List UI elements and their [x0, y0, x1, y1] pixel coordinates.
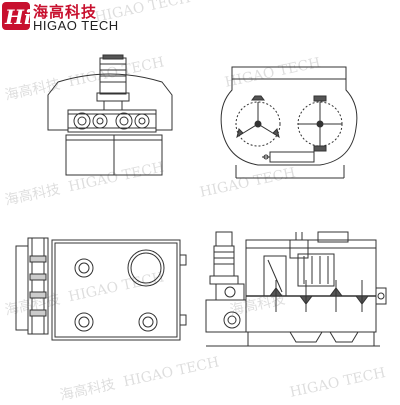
side-motor [213, 245, 235, 277]
side-body [245, 239, 377, 333]
logo-icon: Hi [2, 2, 30, 30]
plan-body [51, 239, 181, 341]
gearbox [67, 109, 157, 133]
side-section-view [220, 66, 358, 179]
front-elevation-view [47, 54, 173, 176]
brand-name-cn: 海高科技 [33, 3, 98, 21]
svg-text:Hi: Hi [4, 5, 30, 29]
large-port [127, 249, 165, 287]
brand-name-en: HIGAO TECH [33, 18, 119, 33]
brand-logo: Hi [2, 2, 30, 30]
top-plan-view [15, 237, 187, 341]
side-elevation-view [205, 231, 387, 347]
